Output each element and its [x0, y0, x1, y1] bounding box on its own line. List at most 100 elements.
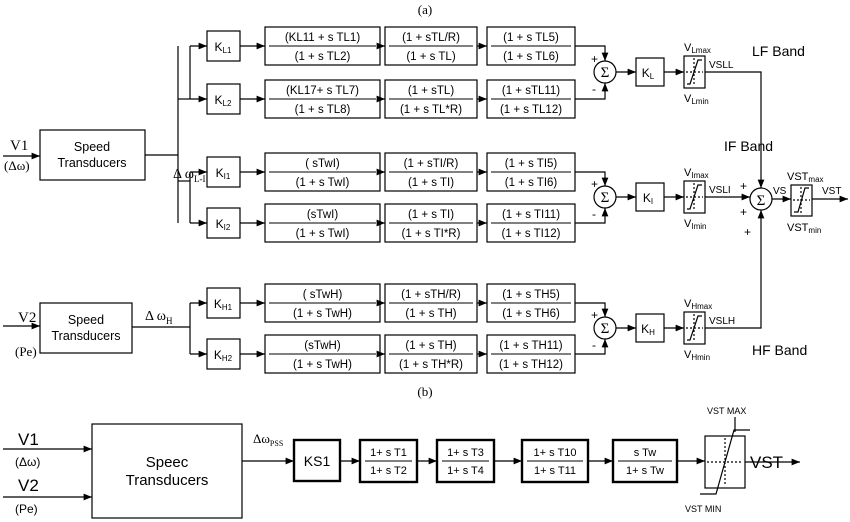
tf-numerator: (1 + s TL5) — [503, 32, 559, 44]
band-max-label: VHmax — [684, 298, 712, 311]
speed-transducer-2: Speed Transducers — [39, 302, 133, 354]
row-gain-label: KH1 — [214, 297, 233, 312]
band-max-label: VLmax — [684, 42, 711, 55]
filter-row: KH2 (sTwH)(1 + s TwH)(1 + s TH)(1 + s TH*… — [206, 334, 576, 374]
sum-symbol: Σ — [601, 65, 610, 81]
tf-numerator: (1 + s TI11) — [502, 209, 560, 221]
b-tf-numerator: 1+ s T3 — [447, 447, 484, 459]
filter-rows: KL1(KL11 + s TL1)(1 + s TL2)(1 + sTL/R)(… — [206, 26, 576, 374]
tf-denominator: (1 + s TL*R) — [400, 104, 462, 116]
b-output-label: VST — [750, 453, 783, 472]
b-tf-numerator: 1+ s T1 — [370, 447, 407, 459]
band-name: LF Band — [752, 43, 805, 59]
sum-symbol: Σ — [601, 321, 610, 337]
transfer-function-block: (1 + s TH11)(1 + s TH12) — [486, 334, 576, 374]
part-a-label: (a) — [418, 2, 432, 17]
transfer-function-block: (1 + sTL)(1 + s TL*R) — [384, 79, 478, 119]
input-v1-b-signal: (Δω) — [15, 455, 40, 469]
b-transfer-function-block: 1+ s T10 1+ s T11 — [520, 438, 590, 484]
band-limiter — [683, 55, 706, 89]
transfer-function-block: (1 + s TH)(1 + s TH*R) — [384, 334, 478, 374]
tf-denominator: (1 + s TwI) — [296, 228, 350, 240]
final-limiter — [790, 184, 813, 217]
final-sum-junction: Σ — [749, 187, 773, 211]
filter-row: KH1 ( sTwH) (1 + s TwH) (1 + sTH/R) (1 + s T… — [206, 283, 576, 323]
transfer-function-block: (KL17+ s TL7)(1 + s TL8) — [264, 79, 381, 119]
transducer-2-line1: Speed — [68, 313, 104, 327]
tf-numerator: (1 + s TI5) — [505, 158, 558, 170]
part-b-label: (b) — [417, 384, 432, 399]
input-v2-signal: (Pe) — [15, 344, 37, 359]
tf-denominator: (1 + s TH) — [405, 308, 456, 320]
transducer-1-line2: Transducers — [57, 156, 126, 170]
tf-numerator: (1 + sTH/R) — [401, 289, 461, 301]
band-limiter — [683, 180, 706, 214]
final-plus-1: + — [740, 179, 747, 193]
speec-transducer-b: Speec Transducers — [91, 423, 243, 519]
row-gain-label: KI2 — [216, 217, 231, 232]
transducer-b-line1: Speec — [146, 454, 189, 471]
transfer-function-block: (sTwI)(1 + s TwI) — [264, 203, 381, 243]
minus-sign: - — [592, 338, 596, 352]
band-gain-label: KL — [642, 66, 655, 81]
transducer-2-line2: Transducers — [51, 329, 120, 343]
band-output-label: VSLH — [709, 316, 735, 327]
vst-max-label: VSTmax — [787, 171, 824, 184]
b-tf-denominator: 1+ s T11 — [534, 465, 576, 477]
b-tf-numerator: s Tw — [634, 447, 656, 459]
tf-numerator: ( sTwH) — [303, 289, 343, 301]
minus-sign: - — [592, 82, 596, 96]
final-sum-symbol: Σ — [757, 193, 766, 209]
tf-denominator: (1 + s TwH) — [293, 308, 352, 320]
tf-numerator: (KL11 + s TL1) — [285, 32, 360, 44]
vst-min-label: VSTmin — [787, 222, 821, 235]
transfer-function-block: (1 + s TH5) (1 + s TH6) — [486, 283, 576, 323]
tf-numerator: ( sTwI) — [305, 158, 340, 170]
tf-numerator: (1 + sTI/R) — [404, 158, 459, 170]
tf-denominator: (1 + s TI) — [408, 177, 454, 189]
sum-symbol: Σ — [601, 190, 610, 206]
row-gain-label: KL2 — [215, 93, 232, 108]
tf-denominator: (1 + s TH6) — [502, 308, 560, 320]
b-transfer-function-block: s Tw 1+ s Tw — [611, 438, 679, 484]
band-min-label: VLmin — [684, 93, 709, 106]
tf-denominator: (1 + s TL2) — [295, 51, 351, 63]
band-min-label: VHmin — [684, 349, 710, 362]
tf-denominator: (1 + s TwH) — [293, 359, 352, 371]
vs-label: VS — [773, 186, 787, 197]
tf-numerator: (1 + s TI) — [408, 209, 454, 221]
input-v2-b-name: V2 — [18, 476, 39, 495]
band-name: HF Band — [752, 342, 807, 358]
band-min-label: VImin — [684, 218, 706, 231]
filter-row: KL2 (KL17+ s TL7)(1 + s TL8)(1 + sTL)(1 +… — [206, 79, 576, 119]
tf-denominator: (1 + s TH*R) — [399, 359, 463, 371]
b-limiter-max: VST MAX — [707, 406, 746, 416]
b-tf-denominator: 1+ s Tw — [626, 465, 664, 477]
filter-row: KL1(KL11 + s TL1)(1 + s TL2)(1 + sTL/R)(… — [206, 26, 576, 66]
transfer-function-block: (1 + s TI5)(1 + s TI6) — [486, 152, 576, 192]
tf-denominator: (1 + s TH12) — [499, 359, 563, 371]
tf-numerator: (1 + s TH5) — [502, 289, 560, 301]
tf-denominator: (1 + s TI12) — [502, 228, 561, 240]
tf-denominator: (1 + s TI*R) — [402, 228, 461, 240]
transfer-function-block: ( sTwI)(1 + s TwI) — [264, 152, 381, 192]
transfer-function-block: (1 + s TI11) (1 + s TI12) — [486, 203, 576, 243]
b-limiter — [700, 429, 750, 495]
transfer-function-block: (sTwH)(1 + s TwH) — [264, 334, 381, 374]
speed-transducer-1: Speed Transducers — [39, 129, 146, 181]
b-tf-numerator: 1+ s T10 — [534, 447, 577, 459]
input-v1-a: V1 (Δω) — [3, 138, 40, 173]
row-gain-label: KH2 — [214, 348, 233, 363]
tf-denominator: (1 + s TL6) — [503, 51, 559, 63]
band-max-label: VImax — [684, 167, 709, 180]
tf-denominator: (1 + s TL12) — [500, 104, 562, 116]
input-v1-name: V1 — [10, 138, 28, 154]
b-transfer-function-block: 1+ s T31+ s T4 — [435, 438, 496, 484]
band-gain-label: KH — [641, 322, 655, 337]
filter-row: KI1( sTwI)(1 + s TwI)(1 + sTI/R)(1 + s T… — [206, 152, 576, 192]
